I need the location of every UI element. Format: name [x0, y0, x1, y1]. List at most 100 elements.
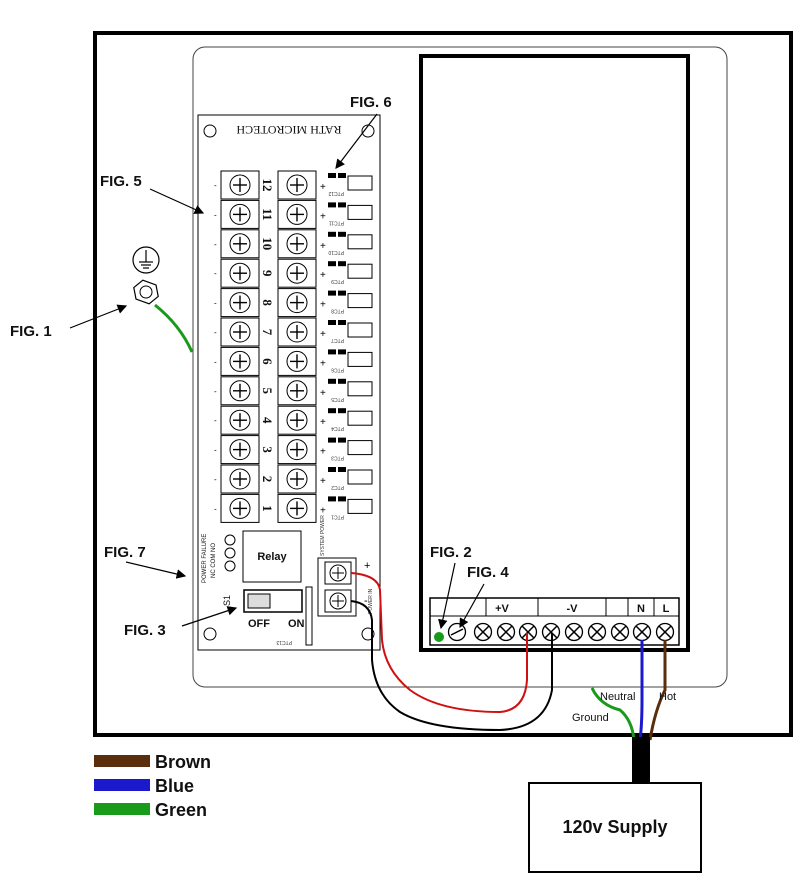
psu-screw: [447, 622, 467, 642]
psu-screw: [564, 622, 584, 642]
channel-number: 1: [260, 505, 275, 512]
relay-label: Relay: [257, 551, 287, 563]
ptc-label: PTC9: [331, 278, 344, 284]
ptc-label: PTC2: [331, 484, 344, 490]
switch-lever: [247, 593, 271, 609]
power-in-terminal-bottom: [324, 589, 352, 613]
channel-number: 6: [260, 358, 275, 365]
channel-led-6: [328, 349, 346, 355]
psu-screw: [473, 622, 493, 642]
ptc-label: PTC5: [331, 396, 344, 402]
ptc-fuse: [347, 204, 373, 220]
ptc-label: PTC3: [331, 455, 344, 461]
terminal-neg-6: [220, 346, 260, 376]
terminal-row-12: -12+PTC12: [214, 170, 373, 200]
channel-led-3: [328, 437, 346, 443]
terminal-neg-1: [220, 493, 260, 523]
channel-led-5: [328, 378, 346, 384]
terminal-pos-4: [277, 405, 317, 435]
terminal-minus-mark: -: [214, 387, 217, 396]
psu-screw: [610, 622, 630, 642]
fig3-label: FIG. 3: [124, 622, 166, 639]
ptc-label: PTC6: [331, 366, 344, 372]
psu-screw: [587, 622, 607, 642]
fig6-label: FIG. 6: [350, 94, 392, 111]
terminal-row-9: -9+PTC9: [214, 258, 373, 288]
terminal-pos-5: [277, 376, 317, 406]
terminal-pos-10: [277, 229, 317, 259]
system-power-label: SYSTEM POWER: [320, 515, 326, 556]
legend-label-blue: Blue: [155, 776, 194, 796]
switch-id: S1: [222, 595, 232, 606]
legend-label-brown: Brown: [155, 752, 211, 772]
terminal-minus-mark: -: [214, 181, 217, 190]
terminal-neg-12: [220, 170, 260, 200]
ptc-fuse: [347, 322, 373, 338]
psu-screw: [655, 622, 675, 642]
ptc-fuse: [347, 440, 373, 456]
channel-led-2: [328, 467, 346, 472]
pcb-mount-hole-bl: [203, 627, 217, 641]
ptc-fuse: [347, 410, 373, 426]
terminal-minus-mark: -: [214, 328, 217, 337]
terminal-row-5: - 5 + PTC5: [214, 376, 373, 406]
fig7-arrow: [125, 561, 187, 579]
enclosure-outline: [93, 31, 793, 737]
legend-swatch-blue: [94, 779, 150, 791]
pcb-brand: RATH MICROTECH: [236, 123, 341, 137]
legend-swatch-green: [94, 803, 150, 815]
psu-screw: [496, 622, 516, 642]
terminal-pos-8: [277, 288, 317, 318]
supply-box: [528, 782, 702, 873]
ptc-fuse: [347, 263, 373, 279]
fig5-arrow: [149, 188, 205, 214]
psu-minus-v-label: -V: [567, 603, 579, 615]
ptc-bottom-label: PTC13: [276, 639, 292, 645]
channel-number: 10: [260, 237, 275, 250]
ground-stud-nut: [133, 279, 159, 305]
terminal-plus-mark: +: [320, 476, 326, 487]
terminal-row-1: -1+PTC1: [214, 493, 373, 523]
wire-color-legend: Brown Blue Green: [94, 752, 211, 820]
fig3-arrow: [181, 606, 238, 627]
relay-contact-terminals: [224, 534, 236, 572]
ptc-fuse: [347, 469, 373, 485]
wire-red-positive: [350, 572, 528, 714]
terminal-pos-7: [277, 317, 317, 347]
terminal-minus-mark: -: [214, 446, 217, 455]
terminal-plus-mark: +: [320, 388, 326, 399]
terminal-block: -12+PTC12-11+PTC11-10+PTC10-9+PTC9-8+PTC…: [214, 170, 373, 523]
terminal-row-2: -2+PTC2: [214, 464, 373, 494]
terminal-minus-mark: -: [214, 357, 217, 366]
power-failure-label: POWER FAILURE: [202, 534, 208, 583]
hot-wire-label: Hot: [659, 691, 676, 703]
terminal-minus-mark: -: [214, 504, 217, 513]
supply-label: 120v Supply: [562, 817, 667, 837]
ptc-label: PTC1: [331, 513, 344, 519]
terminal-neg-2: [220, 464, 260, 494]
terminal-neg-4: [220, 405, 260, 435]
terminal-row-6: -6+PTC6: [214, 346, 373, 376]
ptc-fuse: [347, 234, 373, 250]
ptc-fuse: [347, 498, 373, 514]
ptc-fuse: [347, 381, 373, 397]
fig2-label: FIG. 2: [430, 544, 472, 561]
terminal-plus-mark: +: [320, 211, 326, 222]
terminal-row-11: -11+PTC11: [214, 199, 373, 229]
terminal-minus-mark: -: [214, 299, 217, 308]
switch-off-label: OFF: [248, 618, 270, 630]
terminal-pos-1: [277, 493, 317, 523]
channel-number: 7: [260, 329, 275, 336]
channel-number: 5: [260, 388, 275, 395]
power-in-label: POWER IN: [368, 588, 374, 614]
terminal-pos-3: [277, 435, 317, 465]
fig4-label: FIG. 4: [467, 564, 509, 581]
terminal-row-3: -3+PTC3: [214, 435, 373, 465]
psu-led-indicator: [434, 632, 444, 642]
terminal-pos-9: [277, 258, 317, 288]
psu-screw: [632, 622, 652, 642]
power-in-minus: -: [364, 595, 368, 607]
neutral-wire-label: Neutral: [600, 691, 635, 703]
terminal-pos-11: [277, 199, 317, 229]
